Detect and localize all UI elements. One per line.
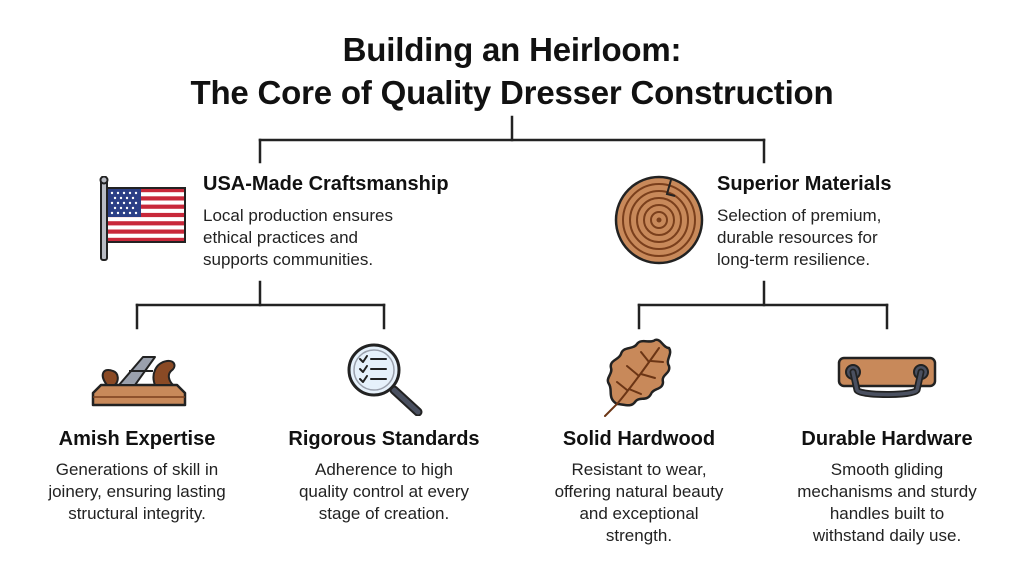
leaf-description-solid-hardwood: Resistant to wear, offering natural beau… bbox=[519, 459, 759, 547]
us-flag-icon bbox=[99, 176, 186, 261]
branch-description-usa-craftsmanship: Local production ensures ethical practic… bbox=[203, 205, 463, 271]
magnifier-checklist-icon bbox=[347, 343, 423, 416]
description-line: and exceptional bbox=[579, 504, 699, 523]
description-line: supports communities. bbox=[203, 250, 374, 269]
leaf-heading-solid-hardwood: Solid Hardwood bbox=[562, 428, 716, 450]
oak-leaf-icon bbox=[604, 338, 672, 417]
leaf-description-amish-expertise: Generations of skill in joinery, ensurin… bbox=[17, 459, 257, 525]
title-line-2: The Core of Quality Dresser Construction bbox=[190, 74, 834, 111]
branch-heading-superior-materials: Superior Materials bbox=[717, 173, 892, 195]
description-line: Resistant to wear, bbox=[571, 460, 707, 479]
hand-plane-icon bbox=[91, 356, 187, 407]
leaf-description-durable-hardware: Smooth gliding mechanisms and sturdy han… bbox=[767, 459, 1007, 547]
description-line: withstand daily use. bbox=[812, 526, 962, 545]
description-line: Smooth gliding bbox=[830, 460, 944, 479]
description-line: joinery, ensuring lasting bbox=[48, 482, 226, 501]
description-line: Adherence to high bbox=[315, 460, 453, 479]
leaf-heading-rigorous-standards: Rigorous Standards bbox=[288, 428, 480, 450]
leaf-heading-durable-hardware: Durable Hardware bbox=[801, 428, 973, 450]
description-line: handles built to bbox=[829, 504, 945, 523]
leaf-heading-amish-expertise: Amish Expertise bbox=[58, 428, 216, 450]
description-line: strength. bbox=[605, 526, 673, 545]
description-line: mechanisms and sturdy bbox=[797, 482, 977, 501]
description-line: ethical practices and bbox=[203, 228, 358, 247]
description-line: stage of creation. bbox=[318, 504, 450, 523]
title-line-1: Building an Heirloom: bbox=[342, 31, 682, 68]
description-line: long-term resilience. bbox=[717, 250, 871, 269]
description-line: Selection of premium, bbox=[717, 206, 882, 225]
description-line: quality control at every bbox=[298, 482, 470, 501]
branch-heading-usa-craftsmanship: USA-Made Craftsmanship bbox=[203, 173, 449, 195]
description-line: Local production ensures bbox=[203, 206, 393, 225]
description-line: Generations of skill in bbox=[55, 460, 219, 479]
description-line: durable resources for bbox=[717, 228, 878, 247]
description-line: offering natural beauty bbox=[554, 482, 724, 501]
wood-log-icon bbox=[614, 175, 704, 265]
branch-description-superior-materials: Selection of premium, durable resources … bbox=[717, 205, 957, 271]
drawer-handle-icon bbox=[837, 356, 937, 398]
description-line: structural integrity. bbox=[68, 504, 206, 523]
leaf-description-rigorous-standards: Adherence to high quality control at eve… bbox=[264, 459, 504, 525]
